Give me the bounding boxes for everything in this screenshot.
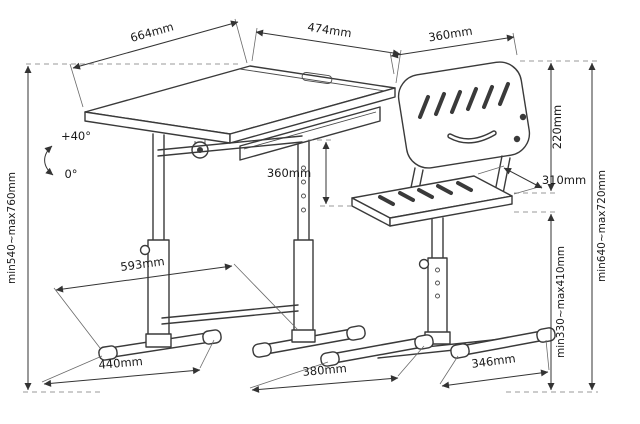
dim-label-tilt-max: +40° (61, 129, 91, 143)
dim-label-underdesk-clearance: 360mm (267, 166, 311, 180)
dim-label-chair-front-foot-length: 380mm (302, 361, 347, 379)
chair-foot-cap (414, 334, 434, 350)
dim-desk-height-range: min540~max760mm (6, 63, 238, 393)
dim-label-chair-back-width: 360mm (427, 24, 473, 45)
dim-underdesk-clearance: 360mm (267, 139, 352, 207)
dim-label-desk-base-depth: 593mm (120, 254, 166, 274)
desk-foot-cap (202, 329, 222, 345)
dim-label-desk-top-depth: 474mm (307, 20, 353, 40)
dim-tilt-angle: +40° 0° (44, 129, 91, 181)
dim-chair-side-foot-length: 346mm (439, 339, 550, 389)
dim-chair-back-width: 360mm (389, 24, 518, 75)
desk-top (84, 65, 396, 144)
dim-label-chair-side-foot-length: 346mm (471, 351, 517, 371)
dim-label-seat-height-range: min330~max410mm (555, 246, 567, 358)
desk-foot-cap (346, 325, 366, 341)
dim-chair-height-range: min640~max720mm (506, 60, 608, 393)
chair-column (418, 217, 448, 337)
dim-backrest-height: 220mm (514, 62, 564, 194)
dim-seat-height-range: min330~max410mm (514, 211, 567, 391)
dim-desk-top-depth: 474mm (251, 20, 402, 84)
desk-crank-knob (191, 139, 209, 159)
backrest-knob (519, 113, 527, 121)
dim-label-tilt-min: 0° (64, 167, 77, 181)
desk-right-leg (252, 141, 366, 358)
chair-drawing (320, 61, 556, 367)
desk-drawing (84, 65, 396, 361)
tilt-arc-arrow (44, 145, 54, 176)
dim-desk-foot-length: 440mm (41, 339, 215, 387)
desk-crossbar (161, 304, 299, 325)
dim-seat-depth: 310mm (477, 165, 586, 195)
dim-label-backrest-height: 220mm (550, 105, 564, 149)
desk-drawer (239, 106, 381, 161)
desk-foot-cap (252, 342, 272, 358)
dim-desk-base-depth: 593mm (53, 254, 299, 349)
dim-chair-front-foot-length: 380mm (249, 345, 425, 393)
desk-support-beam (157, 135, 303, 157)
chair-base (320, 327, 556, 367)
chair-seat (351, 175, 513, 227)
desk-foot-cap (98, 345, 118, 361)
desk-left-leg (98, 133, 222, 361)
backrest-knob (513, 135, 521, 143)
chair-clamp-knob (418, 258, 430, 270)
chair-backrest (397, 61, 531, 169)
dim-label-chair-height-range: min640~max720mm (596, 170, 608, 282)
desk-handle-slot (301, 72, 333, 84)
chair-foot-cap (450, 343, 470, 359)
dim-label-seat-depth: 310mm (542, 173, 586, 187)
desk-clamp-knob (139, 244, 151, 256)
dim-label-desk-height-range: min540~max760mm (6, 172, 18, 284)
dim-label-desk-foot-length: 440mm (98, 354, 143, 372)
